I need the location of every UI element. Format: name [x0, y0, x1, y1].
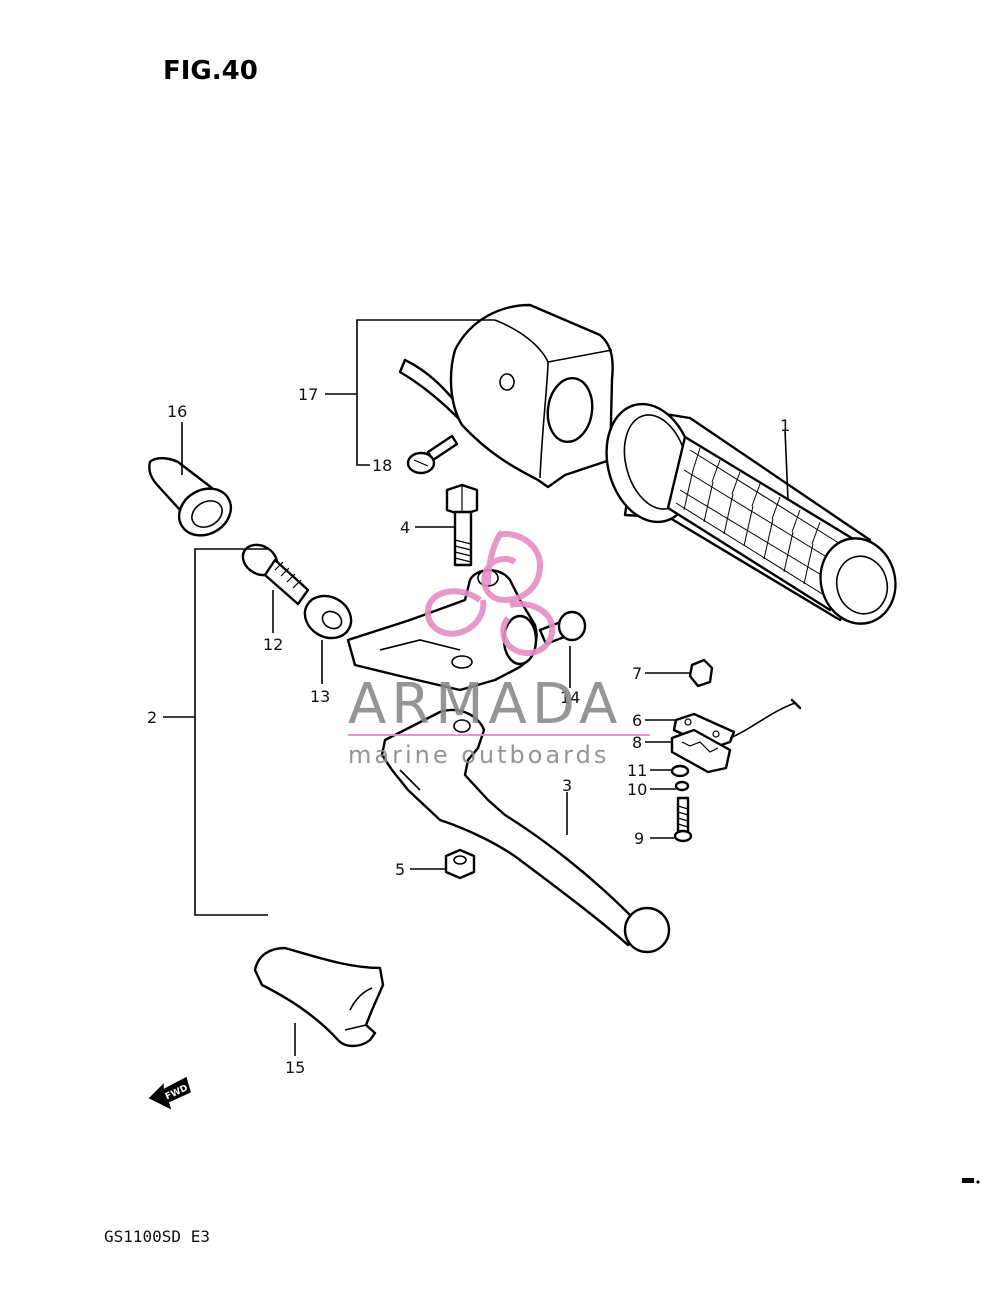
part-label-18: 18 — [372, 456, 392, 475]
part-label-11: 11 — [627, 761, 647, 780]
part-label-16: 16 — [167, 402, 187, 421]
part-label-2: 2 — [147, 708, 157, 727]
clutch-lever-part — [380, 708, 671, 954]
switch-housing-part — [398, 303, 614, 489]
part-label-14: 14 — [560, 688, 580, 707]
part-label-9: 9 — [634, 829, 644, 848]
grip-part — [605, 402, 897, 625]
part-label-10: 10 — [627, 780, 647, 799]
cable-boot-part — [148, 457, 233, 537]
figure-title: FIG.40 — [163, 56, 258, 86]
watermark-tagline: marine outboards — [348, 741, 609, 769]
part-label-6: 6 — [632, 711, 642, 730]
armada-logo-icon — [424, 530, 556, 657]
part-label-7: 7 — [632, 664, 642, 683]
part-label-17: 17 — [298, 385, 318, 404]
part-labels: 1 2 3 4 5 6 7 8 9 10 11 12 13 14 15 16 1… — [147, 385, 790, 1077]
lever-nut-part — [444, 848, 476, 880]
watermark: ARMADA marine outboards — [348, 530, 650, 769]
switch-plate-part — [672, 698, 802, 750]
leader-lines — [163, 319, 789, 1056]
part-label-12: 12 — [263, 635, 283, 654]
part-label-13: 13 — [310, 687, 330, 706]
spring-washer-part — [674, 780, 690, 792]
switch-part — [688, 658, 714, 688]
screw-part — [406, 434, 459, 475]
part-label-15: 15 — [285, 1058, 305, 1077]
part-label-5: 5 — [395, 860, 405, 879]
part-label-1: 1 — [780, 416, 790, 435]
switch-base-part — [670, 728, 732, 774]
adjuster-nut-part — [303, 594, 353, 640]
switch-screw-part — [673, 796, 693, 843]
adjuster-bolt-part — [241, 543, 310, 606]
scan-marks — [962, 1178, 980, 1184]
part-label-4: 4 — [400, 518, 410, 537]
washer-part — [670, 764, 690, 778]
watermark-brand: ARMADA — [348, 672, 622, 737]
part-label-3: 3 — [562, 776, 572, 795]
model-code: GS1100SD E3 — [104, 1227, 210, 1246]
part-label-8: 8 — [632, 733, 642, 752]
fwd-arrow-icon: FWD — [148, 1076, 191, 1110]
lever-cover-part — [253, 946, 385, 1048]
pivot-bolt-part — [445, 483, 479, 567]
